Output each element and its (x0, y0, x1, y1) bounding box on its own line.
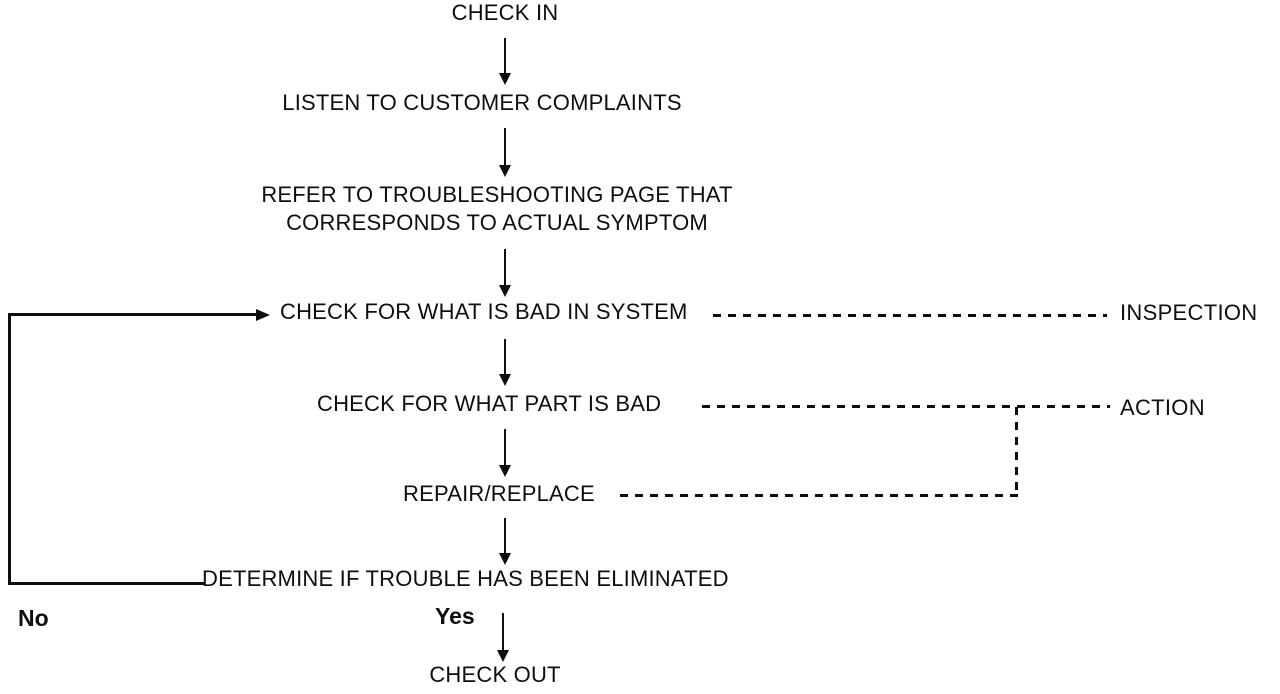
label-action: ACTION (1120, 395, 1205, 420)
label-inspection: INSPECTION (1120, 300, 1258, 325)
no-loop-vertical-line (8, 313, 11, 585)
dashed-line-repair-to-action (620, 494, 1018, 497)
branch-label-no: No (18, 605, 49, 631)
node-repair-replace: REPAIR/REPLACE (403, 481, 595, 506)
no-loop-top-line (8, 313, 256, 316)
dashed-line-system-to-inspection (713, 314, 1107, 317)
arrow-checksystem-to-checkpart-icon (499, 339, 511, 386)
branch-label-yes: Yes (435, 603, 475, 629)
arrow-checkin-to-listen-icon (499, 38, 511, 85)
arrow-yes-to-checkout-icon (497, 613, 509, 662)
arrow-checkpart-to-repair-icon (499, 429, 511, 477)
node-check-out: CHECK OUT (429, 662, 561, 687)
arrow-refer-to-checksystem-icon (499, 249, 511, 297)
node-check-what-is-bad-in-system: CHECK FOR WHAT IS BAD IN SYSTEM (280, 299, 688, 324)
node-refer-line2: CORRESPONDS TO ACTUAL SYMPTOM (286, 210, 708, 235)
node-determine-trouble-eliminated: DETERMINE IF TROUBLE HAS BEEN ELIMINATED (202, 566, 729, 591)
node-check-in: CHECK IN (451, 0, 559, 25)
node-listen-to-customer-complaints: LISTEN TO CUSTOMER COMPLAINTS (282, 90, 682, 115)
node-refer-to-troubleshooting-page: REFER TO TROUBLESHOOTING PAGE THAT CORRE… (261, 181, 732, 237)
dashed-line-part-to-action (702, 405, 1110, 408)
node-check-what-part-is-bad: CHECK FOR WHAT PART IS BAD (317, 391, 662, 416)
dashed-line-repair-action-riser (1015, 407, 1018, 497)
node-refer-line1: REFER TO TROUBLESHOOTING PAGE THAT (261, 182, 733, 207)
no-loop-bottom-line (8, 582, 205, 585)
arrow-repair-to-determine-icon (499, 518, 511, 565)
arrow-listen-to-refer-icon (499, 128, 511, 177)
no-loop-arrowhead-icon (256, 308, 270, 321)
